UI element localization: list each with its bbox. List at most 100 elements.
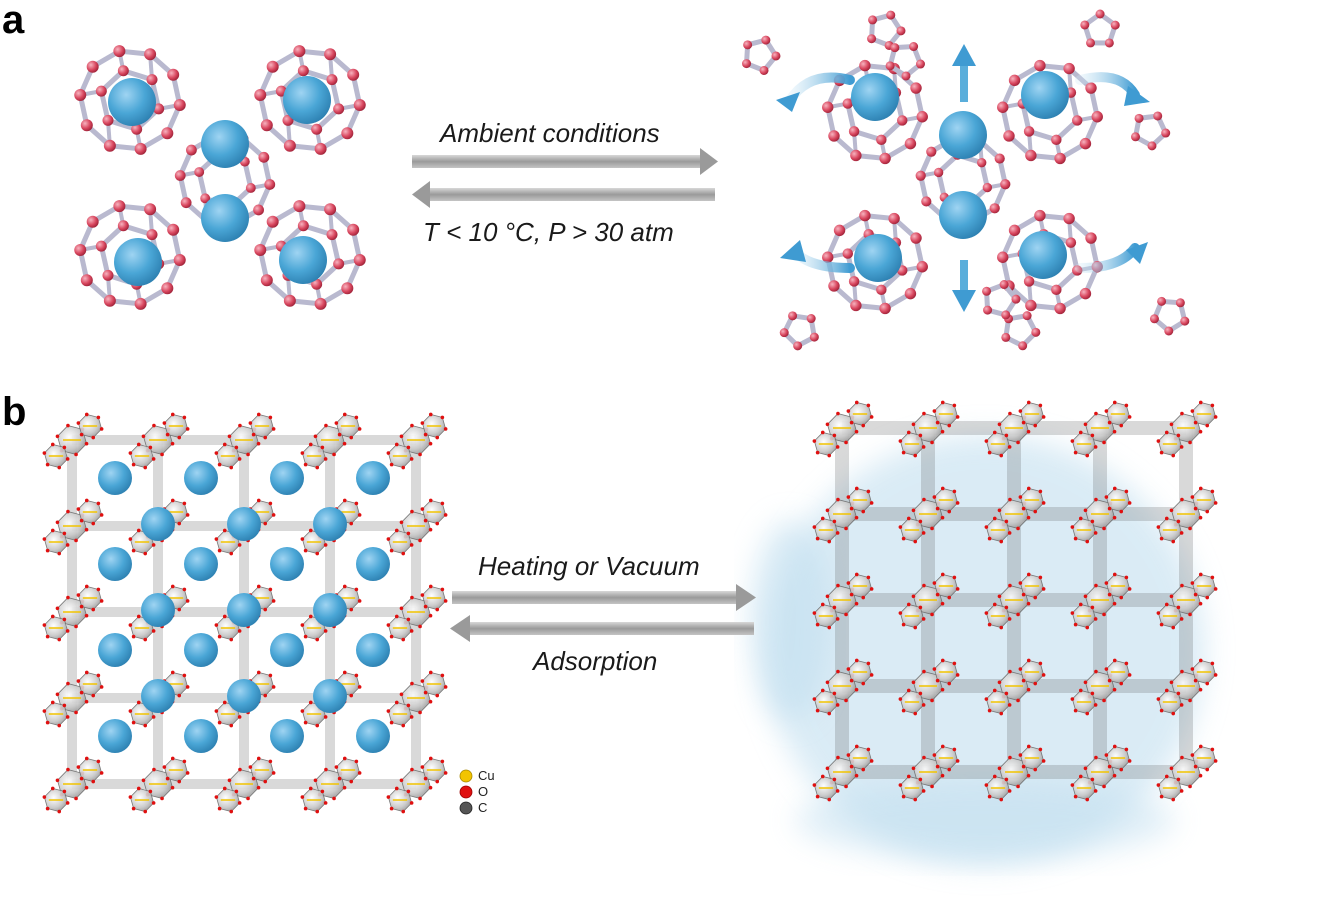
oxygen-node <box>868 15 878 25</box>
oxygen-node <box>761 35 771 45</box>
oxygen-node <box>983 305 993 315</box>
oxygen-node <box>1054 152 1066 165</box>
panel-a-reverse-condition: T < 10 °C, P > 30 atm <box>423 217 674 247</box>
guest-molecule-sphere <box>227 593 261 627</box>
oxygen-node <box>1003 130 1015 142</box>
oxygen-node <box>885 61 895 71</box>
oxygen-node <box>1095 9 1105 19</box>
oxygen-node <box>848 276 860 287</box>
panel-b-mof-with-guests <box>42 412 448 814</box>
guest-molecule-sphere <box>270 461 304 495</box>
oxygen-node <box>260 274 273 287</box>
oxygen-node <box>879 302 891 315</box>
oxygen-node <box>324 203 337 216</box>
guest-molecule-sphere <box>283 76 331 124</box>
guest-molecule-sphere <box>356 461 390 495</box>
guest-molecule-sphere <box>98 461 132 495</box>
oxygen-node <box>904 137 917 150</box>
oxygen-node <box>1001 310 1011 320</box>
oxygen-node <box>167 223 180 236</box>
oxygen-node <box>1008 224 1021 237</box>
oxygen-node <box>1091 111 1103 123</box>
oxygen-node <box>102 269 114 281</box>
oxygen-node <box>314 297 327 310</box>
oxygen-node <box>1086 38 1096 48</box>
oxygen-node <box>876 134 887 146</box>
panel-b-forward-arrow <box>452 584 756 611</box>
guest-molecule-sphere <box>184 547 218 581</box>
panel-a-reverse-arrow <box>412 181 715 208</box>
panel-label-b: b <box>2 390 27 434</box>
oxygen-node <box>1085 232 1097 244</box>
oxygen-node <box>1054 302 1066 315</box>
oxygen-node <box>186 144 197 156</box>
oxygen-node <box>180 197 192 209</box>
oxygen-node <box>113 200 126 213</box>
oxygen-node <box>921 196 932 207</box>
guest-molecule-sphere <box>851 73 899 121</box>
oxygen-node <box>326 229 338 241</box>
oxygen-node <box>293 45 306 58</box>
guest-molecule-sphere <box>184 461 218 495</box>
oxygen-node <box>842 248 853 259</box>
oxygen-node <box>910 82 922 94</box>
oxygen-node <box>297 220 309 232</box>
oxygen-node <box>1072 115 1083 126</box>
oxygen-node <box>759 65 769 75</box>
legend-o-swatch <box>459 785 473 799</box>
oxygen-node <box>910 232 922 244</box>
element-legend <box>459 769 473 815</box>
oxygen-node <box>771 51 781 61</box>
oxygen-node <box>283 294 296 307</box>
oxygen-node <box>1175 298 1185 308</box>
oxygen-node <box>1000 179 1011 190</box>
oxygen-node <box>1023 126 1035 137</box>
oxygen-node <box>1164 326 1174 336</box>
oxygen-node <box>200 193 211 204</box>
guest-molecule-sphere <box>939 111 987 159</box>
oxygen-node <box>194 167 205 177</box>
oxygen-node <box>258 151 270 163</box>
oxygen-node <box>283 139 296 152</box>
oxygen-node <box>260 119 273 132</box>
oxygen-node <box>253 204 264 216</box>
oxygen-node <box>1023 276 1035 287</box>
oxygen-node <box>264 179 276 190</box>
oxygen-node <box>341 127 354 140</box>
guest-molecule-sphere <box>1019 231 1067 279</box>
oxygen-node <box>146 74 158 86</box>
oxygen-node <box>353 253 366 266</box>
oxygen-node <box>1085 82 1097 94</box>
guest-molecule-sphere <box>201 194 249 242</box>
oxygen-node <box>245 183 256 193</box>
oxygen-node <box>95 240 107 252</box>
oxygen-node <box>916 261 928 273</box>
oxygen-node <box>793 341 803 351</box>
oxygen-node <box>297 65 309 77</box>
guest-molecule-sphere <box>141 593 175 627</box>
oxygen-node <box>117 220 129 232</box>
oxygen-node <box>333 103 345 115</box>
guest-molecule-sphere <box>356 633 390 667</box>
oxygen-node <box>1110 20 1120 30</box>
oxygen-node <box>779 328 789 338</box>
oxygen-node <box>1149 314 1159 324</box>
oxygen-node <box>1134 113 1144 123</box>
oxygen-node <box>926 146 937 157</box>
oxygen-node <box>848 126 860 137</box>
oxygen-node <box>134 297 147 310</box>
oxygen-node <box>1131 132 1141 142</box>
oxygen-node <box>876 284 887 296</box>
oxygen-node <box>915 59 925 69</box>
oxygen-node <box>1063 212 1075 225</box>
oxygen-node <box>113 45 126 58</box>
panel-label-a: a <box>2 0 25 42</box>
guest-molecule-sphere <box>227 507 261 541</box>
oxygen-node <box>173 98 186 111</box>
guest-molecule-sphere <box>201 120 249 168</box>
oxygen-node <box>933 167 944 178</box>
oxygen-node <box>982 182 993 193</box>
oxygen-node <box>103 294 116 307</box>
oxygen-node <box>161 282 174 295</box>
oxygen-node <box>1051 284 1062 296</box>
